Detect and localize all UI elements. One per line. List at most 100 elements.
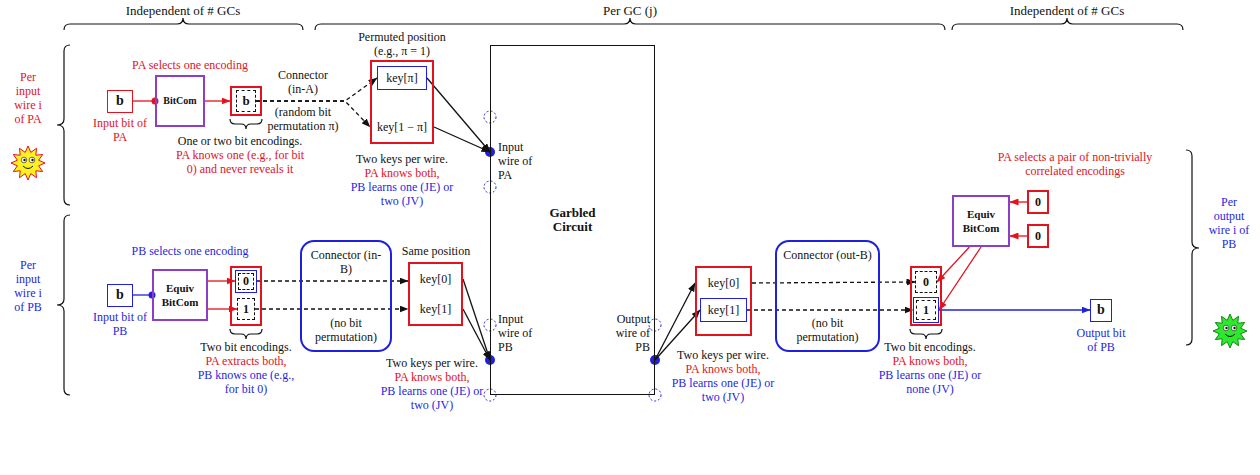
brace	[230, 329, 262, 339]
annotation: Connector (in-A)	[272, 68, 334, 96]
annotation: Input bit of PB	[91, 310, 149, 338]
annotation: PA extracts both,	[179, 354, 314, 368]
annotation-box: (random bit permutation π)	[261, 105, 345, 133]
annotation-box: Same position	[391, 244, 481, 258]
annotation: PA knows one (e.g., for bit 0) and never…	[173, 148, 308, 176]
node-text: key[1]	[420, 302, 451, 316]
annotation-box: Two keys per wire.	[347, 152, 457, 166]
node-text: Equiv BitCom	[154, 281, 206, 309]
node-text: Garbled Circuit	[533, 206, 613, 234]
node-text: BitCom	[163, 94, 196, 108]
connector	[427, 78, 490, 152]
eye	[29, 157, 35, 163]
node-text: 0	[1035, 195, 1041, 209]
annotation-box: PB learns one (JE) or two (JV)	[379, 384, 485, 412]
encoding-group: 01	[230, 266, 262, 326]
annotation-box: PA extracts both,	[179, 354, 314, 368]
connector	[1010, 235, 1027, 236]
annotation: Input wire of PB	[498, 312, 542, 354]
encoding-group: b	[230, 86, 262, 116]
connector	[463, 309, 490, 360]
node-text: key[1 − π]	[377, 120, 427, 134]
annotation: PA selects one encoding	[110, 58, 270, 72]
node-text: (no bit permutation)	[308, 316, 384, 344]
annotation: Same position	[391, 244, 481, 258]
annotation-box: Permuted position (e.g., π = 1)	[350, 30, 454, 58]
annotation-box: Two bit encodings.	[179, 340, 314, 354]
annotation-box: Two keys per wire.	[668, 348, 778, 362]
node-text: 1	[923, 303, 929, 317]
annotation-box: PB learns one (JE) or two (JV)	[668, 376, 778, 404]
commitment-box: BitCom	[155, 75, 205, 127]
annotation: PA knows both,	[347, 166, 457, 180]
wire-slot	[649, 319, 661, 331]
star-shape	[11, 146, 45, 180]
connector	[255, 308, 408, 309]
bit-box: 0	[1027, 190, 1049, 214]
annotation-box: Input wire of PB	[498, 312, 542, 354]
annotation-box: Two keys per wire.	[379, 356, 485, 370]
key-box: key[π]	[377, 66, 427, 90]
connector-box: Connector (out-B)(no bit permutation)	[775, 240, 880, 352]
bit-encoding: 1	[913, 297, 939, 323]
annotation-box: Output bit of PB	[1071, 326, 1131, 354]
annotation-box: Input bit of PB	[91, 310, 149, 338]
star-shape	[1213, 314, 1247, 348]
annotation: PB learns one (JE) or two (JV)	[347, 180, 457, 208]
annotation-box: PB learns one (JE) or two (JV)	[347, 180, 457, 208]
key-pair-box: key[0]key[1]	[695, 266, 752, 336]
annotation: Two bit encodings.	[870, 340, 990, 354]
annotation: Permuted position (e.g., π = 1)	[350, 30, 454, 58]
pupil	[1233, 327, 1235, 329]
annotation-box: PA selects a pair of non-trivially corre…	[980, 150, 1170, 178]
annotation: PA knows both,	[870, 354, 990, 368]
brace	[910, 329, 942, 339]
encoding-group: 01	[910, 266, 942, 326]
node-text: 0	[923, 275, 929, 289]
bit-box: b	[107, 284, 133, 307]
annotation: Per input wire i of PA	[8, 70, 48, 126]
bit-encoding: 0	[915, 271, 937, 293]
bit-box: b	[107, 90, 133, 113]
annotation-box: Independent of # GCs	[73, 3, 293, 18]
annotation: Independent of # GCs	[957, 3, 1177, 18]
key-pair-box: key[1 − π] key[π]	[370, 60, 434, 144]
annotation: Per output wire i of PB	[1207, 195, 1251, 251]
bit-encoding: b	[236, 90, 256, 112]
brace	[952, 18, 1183, 30]
annotation: Two bit encodings.	[179, 340, 314, 354]
party-icon	[1213, 314, 1247, 348]
pupil	[23, 159, 25, 161]
brace	[230, 119, 262, 129]
party-icon	[11, 146, 45, 180]
node-text: 1	[243, 302, 249, 316]
wire-slot	[484, 111, 661, 401]
annotation: Per GC (j)	[530, 3, 730, 18]
node-text: (no bit permutation)	[783, 316, 872, 344]
pupil	[31, 159, 33, 161]
annotation-box: One or two bit encodings.	[173, 134, 308, 148]
node-text: Connector (in-B)	[308, 248, 384, 276]
annotation: Input wire of PA	[498, 140, 542, 182]
annotation-box: PB selects one encoding	[110, 244, 270, 258]
brace	[1186, 150, 1199, 345]
annotation-box: PA knows both,	[668, 362, 778, 376]
annotation: PB learns one (JE) or none (JV)	[875, 368, 985, 396]
connector	[939, 309, 1090, 310]
annotation-box: PA knows both,	[379, 370, 485, 384]
annotation: PA selects a pair of non-trivially corre…	[980, 150, 1170, 178]
connector	[257, 280, 408, 281]
wire-slot	[649, 389, 661, 401]
node-text: b	[242, 94, 249, 108]
bit-encoding: 0	[235, 270, 257, 293]
annotation: PB knows one (e.g., for bit 0)	[196, 368, 296, 396]
node-text: 0	[243, 274, 249, 288]
annotation: PA knows both,	[668, 362, 778, 376]
brace	[315, 18, 945, 30]
smile	[1225, 334, 1235, 337]
bit-box: b	[1090, 299, 1112, 322]
eye	[21, 157, 27, 163]
connector	[208, 308, 237, 309]
annotation: PB learns one (JE) or two (JV)	[379, 384, 485, 412]
